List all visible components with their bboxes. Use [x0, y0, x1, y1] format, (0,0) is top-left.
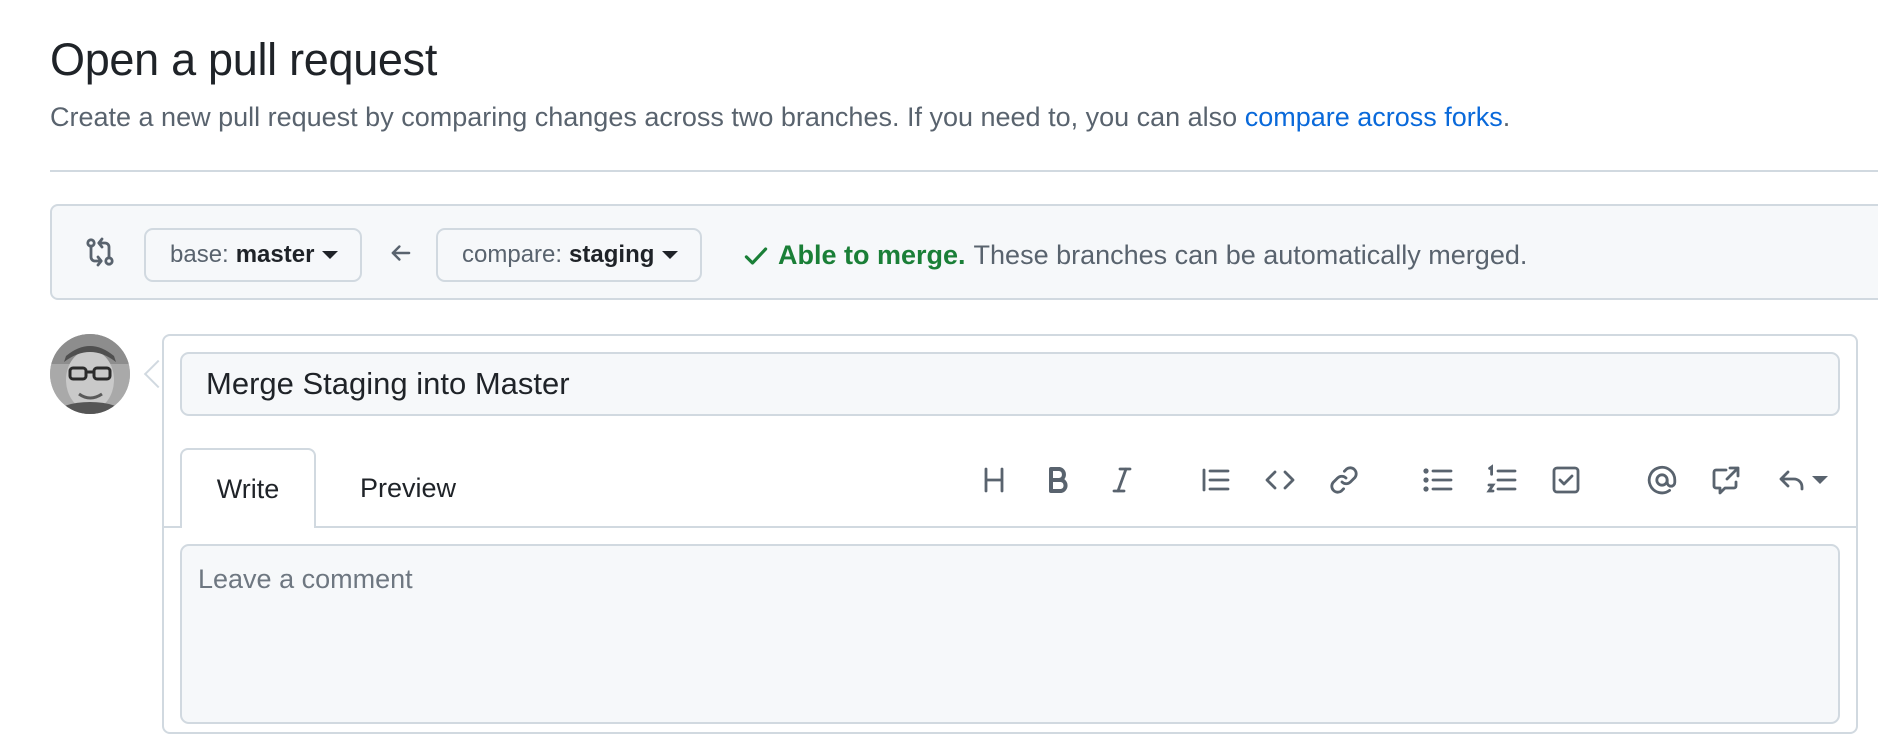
base-branch-selector[interactable]: base: master — [144, 228, 363, 282]
tab-divider — [164, 526, 1856, 528]
heading-icon — [984, 467, 1004, 493]
comment-textarea[interactable] — [180, 544, 1840, 724]
code-button[interactable] — [1260, 460, 1300, 500]
avatar[interactable] — [50, 334, 130, 414]
mention-button[interactable] — [1642, 460, 1682, 500]
branch-range-box: base: master compare: staging Able to me… — [50, 204, 1878, 300]
compare-branch-selector[interactable]: compare: staging — [436, 228, 703, 282]
italic-button[interactable] — [1102, 460, 1142, 500]
tab-write[interactable]: Write — [180, 448, 316, 528]
caret-down-icon — [662, 251, 679, 259]
base-prefix: base: — [170, 241, 229, 268]
saved-replies-button[interactable] — [1770, 460, 1834, 500]
subtitle-period: . — [1502, 102, 1511, 132]
quote-icon — [1202, 468, 1230, 492]
task-list-button[interactable] — [1546, 460, 1586, 500]
merge-status: Able to merge. These branches can be aut… — [742, 240, 1527, 271]
caret-down-icon — [1812, 476, 1828, 484]
base-branch-name: master — [235, 241, 315, 268]
compare-prefix: compare: — [462, 241, 563, 268]
task-list-icon — [1552, 466, 1580, 494]
bold-icon — [1049, 467, 1068, 493]
check-icon — [744, 246, 768, 265]
ordered-list-icon — [1486, 464, 1517, 493]
unordered-list-button[interactable] — [1418, 460, 1458, 500]
unordered-list-icon — [1423, 468, 1453, 492]
italic-icon — [1112, 467, 1132, 493]
subtitle-text: Create a new pull request by comparing c… — [50, 102, 1245, 132]
ordered-list-button[interactable] — [1482, 460, 1522, 500]
link-button[interactable] — [1324, 460, 1364, 500]
mention-icon — [1647, 465, 1677, 495]
tab-preview[interactable]: Preview — [359, 472, 457, 503]
page-subtitle: Create a new pull request by comparing c… — [50, 102, 1510, 133]
merge-status-text: These branches can be automatically merg… — [973, 240, 1528, 270]
caret-down-icon — [322, 251, 339, 259]
cross-reference-button[interactable] — [1706, 460, 1746, 500]
pr-title-input[interactable] — [180, 352, 1840, 416]
quote-button[interactable] — [1196, 460, 1236, 500]
arrow-left-icon — [391, 245, 411, 261]
compare-branch-name: staging — [569, 241, 655, 268]
saved-replies-icon — [1779, 470, 1804, 491]
cross-reference-icon — [1712, 466, 1740, 495]
header-divider — [50, 170, 1878, 172]
code-icon — [1265, 470, 1295, 490]
bold-button[interactable] — [1038, 460, 1078, 500]
compare-across-forks-link[interactable]: compare across forks — [1244, 102, 1503, 132]
heading-button[interactable] — [974, 460, 1014, 500]
link-icon — [1330, 466, 1358, 494]
avatar-image — [50, 334, 130, 414]
page-title: Open a pull request — [50, 34, 438, 85]
merge-ok-label: Able to merge. — [778, 240, 966, 270]
git-compare-icon — [86, 237, 114, 267]
